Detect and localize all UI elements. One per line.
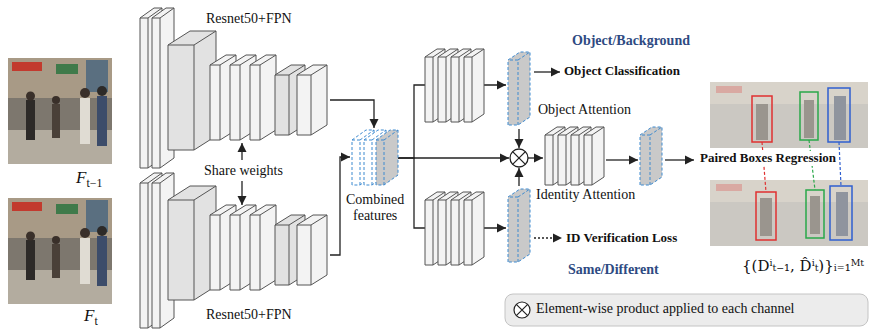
combined-stack [352,130,398,185]
legend-symbol [516,304,527,315]
pedestrian [810,196,820,234]
attention-map [508,52,530,125]
pedestrian-head [80,88,90,98]
node-text: Same/Different [568,262,659,278]
frame-ground [8,58,112,164]
free-label: Share weights [204,163,283,179]
product-symbol [513,152,526,165]
free-label: Identity Attention [536,187,635,203]
node-text: Resnet50+FPN [206,11,292,27]
result-frame [710,82,868,148]
legend-box [505,294,868,326]
layer-slab [584,127,604,185]
result-frame [710,180,868,246]
output-arrow [534,71,560,72]
output-arrow [665,159,694,160]
free-label: ID Verification Loss [566,231,677,246]
feature-slab [376,130,398,185]
node-text: Resnet50+FPN [206,307,292,323]
free-label: {(Dⁱₜ₋₁, D̂ⁱₜ)}ᵢ₌₁ᴹᵗ [742,258,864,275]
pedestrian [804,100,814,138]
attention-arrow [518,129,519,148]
share-arrow [241,181,242,205]
legend-text: Element-wise product applied to each cha… [536,301,795,317]
node-text: Object/Background [572,33,690,49]
diagram-node: Combined features [350,128,398,186]
pedestrian [97,96,107,146]
track-box [800,92,818,140]
street-frame [8,198,112,304]
attention-arrow [518,168,519,186]
track-box [806,190,824,238]
pedestrian-head [52,96,60,104]
product-arrow [528,157,543,158]
loss-arrow [534,237,562,238]
output-map [640,127,662,185]
frame-ground [710,82,868,148]
node-text: Ft [84,306,98,328]
legend-symbol [514,302,530,318]
free-label: Object Classification [564,64,680,79]
diagram-node: Ft [8,198,112,304]
layer-slab [464,192,484,265]
attention-map [508,189,530,262]
free-label: Paired Boxes Regression [698,151,838,166]
feature-arrow [414,157,509,158]
backbone-stack [140,173,327,328]
stack-arrow [606,159,638,160]
pedestrian [834,96,846,140]
layer-slab [168,186,216,300]
street-frame [8,58,112,164]
storefront [8,58,112,98]
track-box [752,96,772,142]
diagram-node: Same/Different [506,187,532,264]
pedestrian [26,100,35,140]
pedestrian [760,198,772,236]
node-text: Object Attention [538,102,631,118]
pedestrian-head [26,92,35,101]
conv-stack [545,127,604,185]
node-text: Combined features [346,192,404,224]
node-text: Ft−1 [76,168,102,190]
shop-sign [716,184,742,191]
shop-sign [56,64,78,74]
layer-slab [464,49,484,122]
pedestrian [836,192,848,236]
track-box [828,88,850,142]
layer-slab [250,205,276,290]
layer-slab [297,65,327,135]
track-box [830,186,852,240]
share-arrow [241,143,242,160]
pedestrian-head [97,86,107,96]
conv-stack [425,49,484,122]
diagram-node: Resnet50+FPN [140,173,330,328]
diagram-node: Resnet50+FPN [140,8,330,172]
diagram-node: Object/BackgroundObject Attention [506,50,532,127]
pedestrian [52,104,60,138]
pair-link [839,142,841,186]
product-symbol [510,149,528,167]
pedestrian [756,104,768,140]
pedestrian [80,98,90,144]
pair-link [762,142,766,192]
conv-stack [425,192,484,265]
frame-ground [710,180,868,246]
shop-sign [716,86,742,93]
diagram-node: Ft−1 [8,58,112,164]
layer-slab [168,31,216,150]
track-box [756,192,776,240]
layer-slab [297,215,327,285]
layer-slab [250,55,276,140]
backbone-stack [140,8,327,168]
shop-sign [12,62,42,71]
connector [330,100,374,128]
